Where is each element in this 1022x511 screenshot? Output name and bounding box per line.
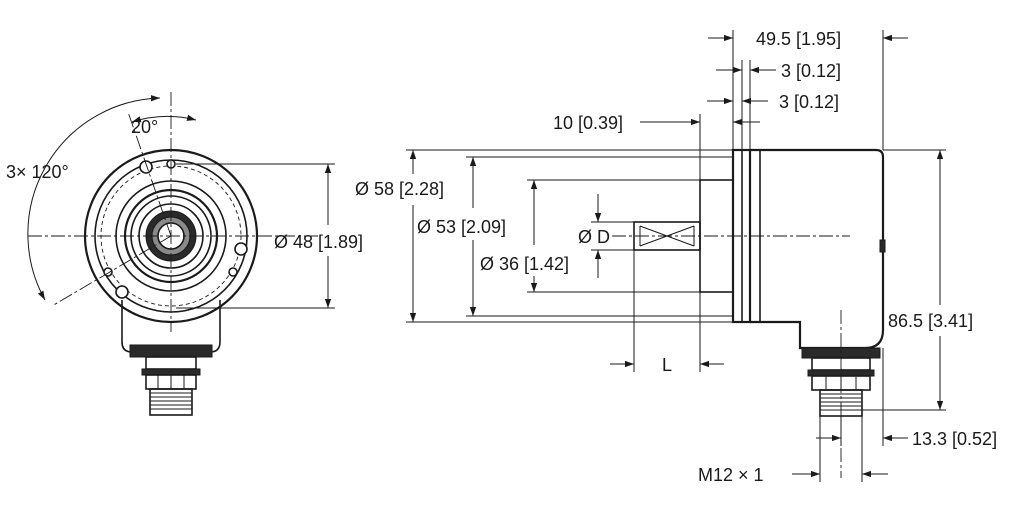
side-view: 49.5 [1.95] 3 [0.12] 3 [0.12] 10 [0.39] …	[355, 29, 997, 485]
front-view: 20° 3× 120° Ø 48 [1.89]	[6, 92, 363, 416]
side-housing	[750, 148, 885, 350]
front-mount-hole	[115, 285, 129, 299]
front-angle-20-arc	[131, 114, 197, 123]
front-angle-20-label: 20°	[131, 117, 158, 137]
side-len-13-3-label: 13.3 [0.52]	[912, 429, 997, 449]
side-len-l-label: L	[662, 355, 672, 375]
front-connector-base	[129, 344, 213, 358]
front-angle-120-arc	[27, 95, 161, 301]
side-height-86-5-label: 86.5 [3.41]	[888, 311, 973, 331]
front-m12-connector	[141, 356, 201, 416]
side-len-49-5-label: 49.5 [1.95]	[756, 29, 841, 49]
side-dia-36-label: Ø 36 [1.42]	[480, 254, 569, 274]
front-dia-48-label: Ø 48 [1.89]	[274, 232, 363, 252]
front-angle-120-label: 3× 120°	[6, 162, 69, 182]
front-mount-hole	[228, 267, 238, 277]
front-mount-hole	[234, 242, 248, 256]
side-len-3-top-label: 3 [0.12]	[781, 61, 841, 81]
side-dia-58-label: Ø 58 [2.28]	[355, 179, 444, 199]
side-thread-m12-label: M12 × 1	[698, 465, 764, 485]
side-dia-d-label: Ø D	[578, 227, 610, 247]
side-len-10-label: 10 [0.39]	[553, 113, 623, 133]
side-len-3-bottom-label: 3 [0.12]	[779, 92, 839, 112]
side-dia-53-label: Ø 53 [2.09]	[417, 217, 506, 237]
